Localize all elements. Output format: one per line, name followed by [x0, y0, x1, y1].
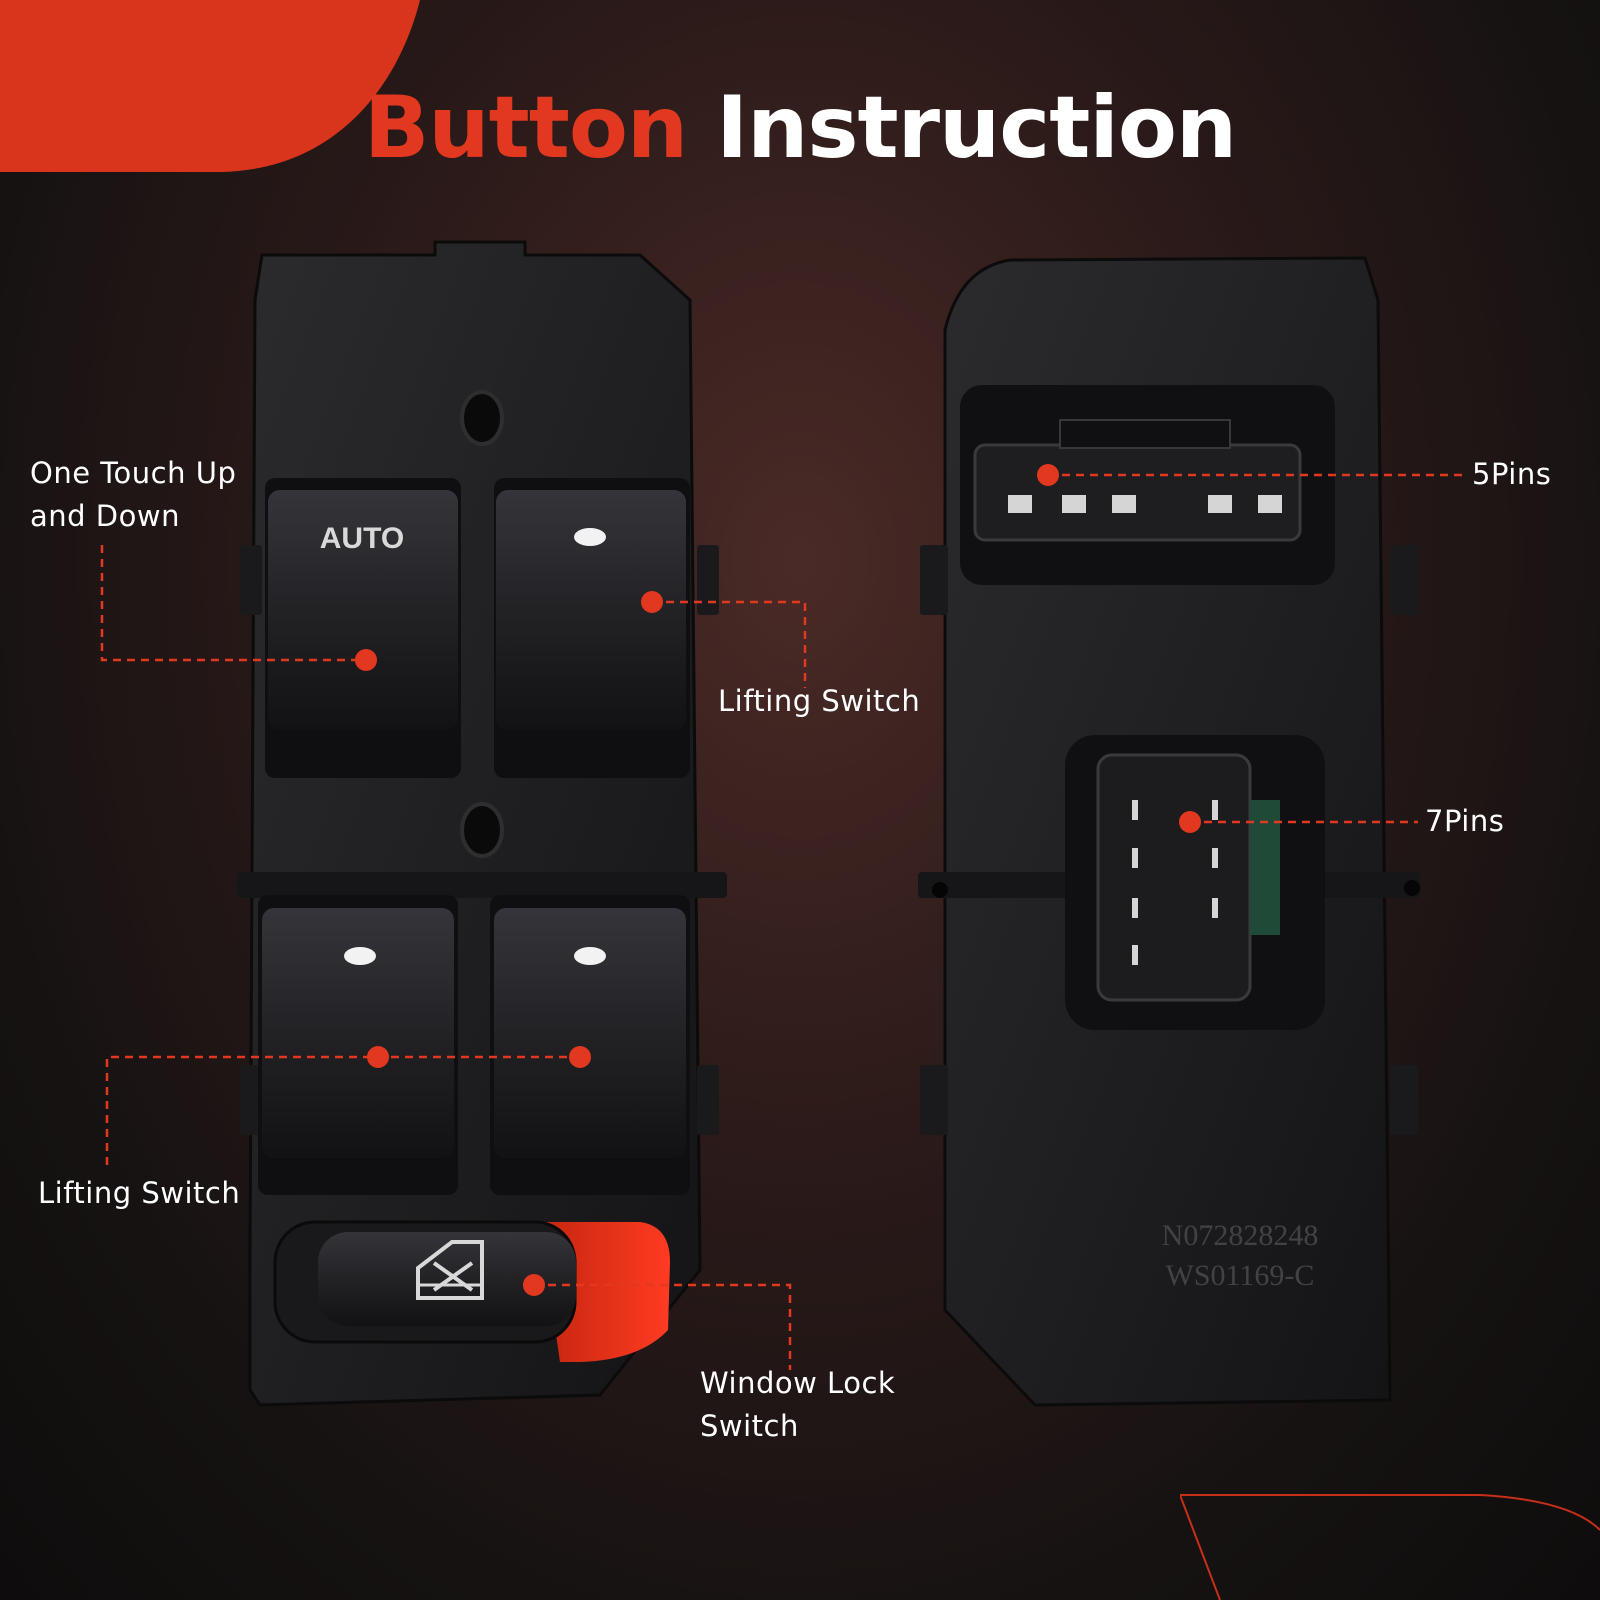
callout-window-lock: Window Lock Switch: [700, 1362, 895, 1448]
callout-5pins: 5Pins: [1472, 453, 1551, 496]
connector-pin: [1258, 495, 1282, 513]
callout-window-lock-line2: Switch: [700, 1409, 799, 1443]
indicator-dot: [574, 947, 606, 965]
window-switch-front-right[interactable]: [494, 478, 690, 778]
side-clip: [240, 545, 262, 615]
master-switch-front: AUTO: [237, 240, 727, 1407]
callout-dot: [1179, 811, 1201, 833]
side-clip: [1390, 1065, 1418, 1135]
master-switch-back: N072828248 WS01169-C: [918, 256, 1420, 1407]
callout-dot: [1037, 464, 1059, 486]
callout-dot: [355, 649, 377, 671]
callout-dot: [569, 1046, 591, 1068]
callout-one-touch-line2: and Down: [30, 499, 180, 533]
callout-dot: [367, 1046, 389, 1068]
callout-window-lock-line1: Window Lock: [700, 1366, 896, 1400]
connector-pin: [1062, 495, 1086, 513]
indicator-dot: [574, 528, 606, 546]
indicator-dot: [344, 947, 376, 965]
callout-one-touch: One Touch Up and Down: [30, 452, 236, 538]
part-number-2: WS01169-C: [1166, 1259, 1315, 1292]
callout-dot: [641, 591, 663, 613]
auto-label: AUTO: [320, 522, 404, 555]
callout-7pins-text: 7Pins: [1425, 804, 1505, 838]
callout-lifting-bottom: Lifting Switch: [38, 1172, 240, 1215]
mount-hole: [460, 802, 504, 858]
side-clip: [920, 1065, 948, 1135]
side-clip: [1390, 545, 1418, 615]
floor-accent-line: [1180, 1494, 1600, 1600]
part-number-1: N072828248: [1162, 1219, 1319, 1252]
callout-5pins-text: 5Pins: [1472, 457, 1552, 491]
auto-window-button[interactable]: AUTO: [265, 478, 461, 778]
window-switch-rear-left[interactable]: [258, 895, 458, 1195]
mount-hole: [460, 390, 504, 446]
connector-pin: [1208, 495, 1232, 513]
connector-pin: [1112, 495, 1136, 513]
connector-5pin: [960, 385, 1335, 585]
side-clip: [697, 545, 719, 615]
callout-7pins: 7Pins: [1425, 800, 1504, 843]
callout-one-touch-line1: One Touch Up: [30, 456, 237, 490]
window-lock-button[interactable]: [273, 1220, 670, 1362]
callout-lifting-top: Lifting Switch: [718, 680, 920, 723]
connector-7pin: [1065, 735, 1325, 1030]
side-clip: [240, 1065, 262, 1135]
callout-lifting-top-text: Lifting Switch: [718, 684, 921, 718]
side-clip: [697, 1065, 719, 1135]
callout-lifting-bottom-text: Lifting Switch: [38, 1176, 241, 1210]
page-title: Button Instruction: [0, 78, 1600, 178]
connector-pin: [1008, 495, 1032, 513]
callout-lines: [100, 473, 1462, 1370]
title-accent-word: Button: [363, 78, 688, 178]
window-switch-rear-right[interactable]: [490, 895, 690, 1195]
title-main-word: Instruction: [716, 78, 1237, 178]
callout-dot: [523, 1274, 545, 1296]
side-clip: [920, 545, 948, 615]
corner-accent-shape: [0, 0, 420, 172]
window-lock-icon: [416, 1240, 484, 1300]
